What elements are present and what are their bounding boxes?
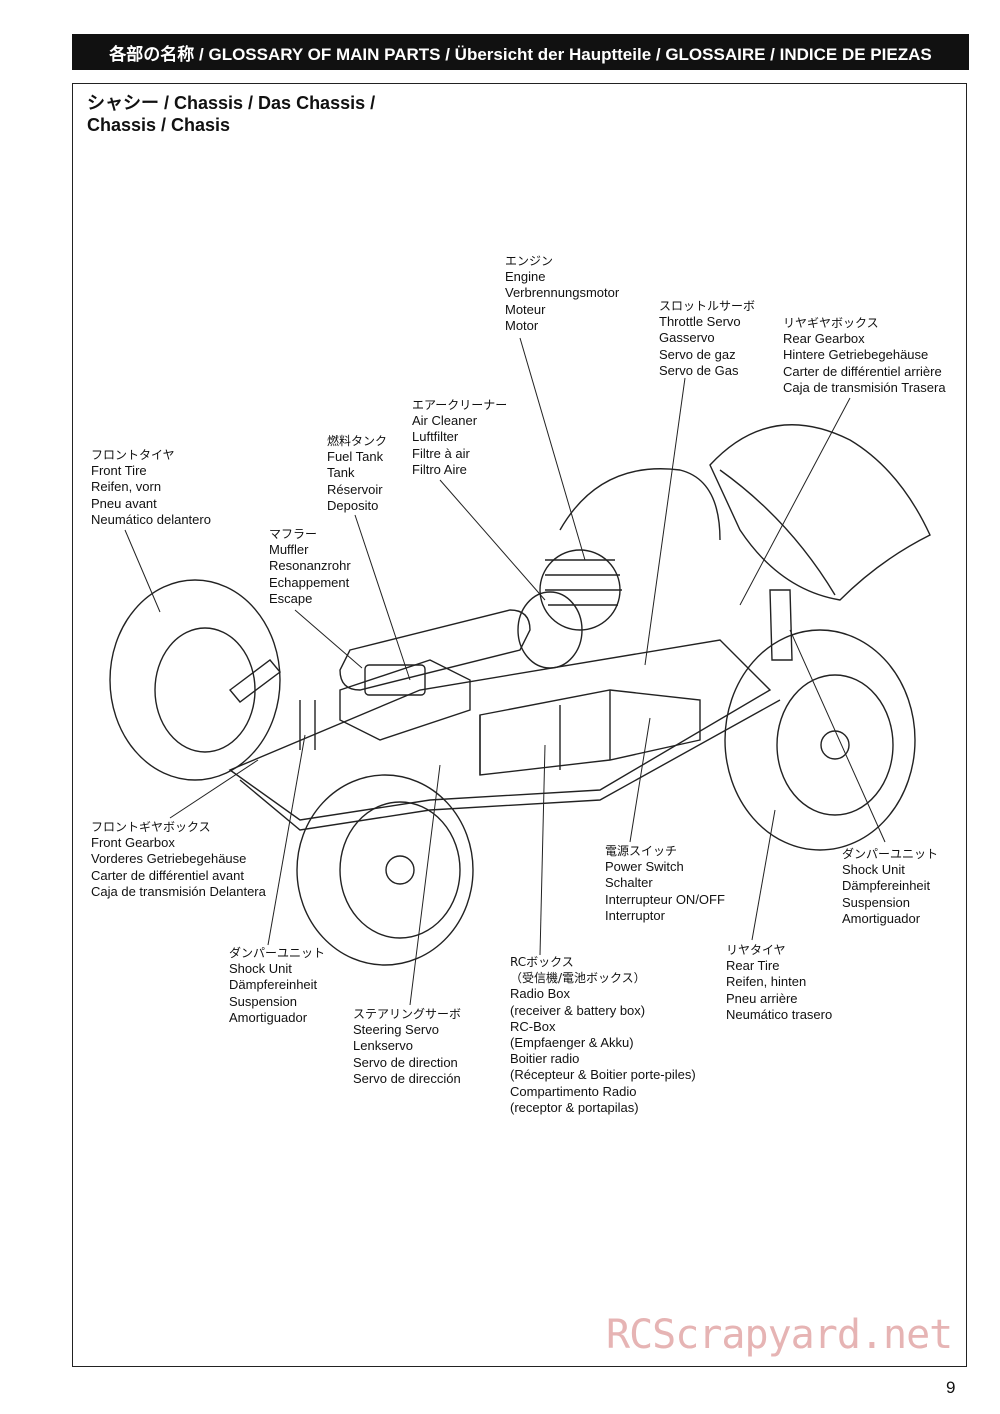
label-shock-unit-front: ダンパーユニット Shock Unit Dämpfereinheit Suspe… bbox=[229, 946, 326, 1025]
section-title-line2: Chassis / Chasis bbox=[87, 115, 231, 135]
label-steering-servo: ステアリングサーボ Steering Servo Lenkservo Servo… bbox=[353, 1007, 462, 1086]
label-power-switch: 電源スイッチ Power Switch Schalter Interrupteu… bbox=[605, 844, 725, 923]
leader-power-switch bbox=[629, 717, 651, 843]
leader-shock-rear bbox=[789, 629, 886, 843]
leader-rear-gearbox bbox=[739, 397, 851, 606]
section-title-line1: シャシー / Chassis / Das Chassis / bbox=[87, 93, 376, 113]
fuel-tank-outline bbox=[339, 659, 471, 741]
rear-shock-outline bbox=[769, 589, 793, 661]
leader-muffler bbox=[294, 609, 363, 669]
leader-engine bbox=[519, 337, 586, 561]
label-rc-box: RCボックス （受信機/電池ボックス） Radio Box (receiver … bbox=[510, 955, 696, 1115]
label-air-cleaner: エアークリーナー Air Cleaner Luftfilter Filtre à… bbox=[412, 398, 508, 477]
leader-front-gearbox bbox=[169, 759, 259, 819]
header-bar: 各部の名称 / GLOSSARY OF MAIN PARTS / Übersic… bbox=[72, 34, 969, 70]
leader-throttle-servo bbox=[644, 377, 686, 666]
leader-front-tire bbox=[124, 529, 161, 613]
label-throttle-servo: スロットルサーボ Throttle Servo Gasservo Servo d… bbox=[659, 299, 756, 378]
label-rear-gearbox: リヤギヤボックス Rear Gearbox Hintere Getriebege… bbox=[783, 316, 946, 395]
leader-rc-box bbox=[539, 744, 546, 956]
leader-air-cleaner bbox=[439, 479, 546, 601]
rear-tire-outline bbox=[724, 629, 916, 851]
front-tire-lower-outline bbox=[296, 774, 474, 966]
rear-tire-upper-outline bbox=[559, 468, 721, 541]
section-title: シャシー / Chassis / Das Chassis / Chassis /… bbox=[87, 92, 375, 136]
leader-rear-tire bbox=[751, 809, 776, 941]
front-tire-outline bbox=[109, 579, 281, 781]
label-engine: エンジン Engine Verbrennungsmotor Moteur Mot… bbox=[505, 254, 620, 333]
front-shock-outline bbox=[228, 659, 282, 703]
header-title: 各部の名称 / GLOSSARY OF MAIN PARTS / Übersic… bbox=[109, 44, 932, 64]
leader-fuel-tank bbox=[354, 514, 411, 681]
leader-steering-servo bbox=[409, 764, 441, 1006]
label-fuel-tank: 燃料タンク Fuel Tank Tank Réservoir Deposito bbox=[327, 434, 388, 513]
content-frame bbox=[72, 83, 967, 1367]
rear-wing-outline bbox=[709, 424, 931, 601]
air-cleaner-outline bbox=[517, 591, 583, 669]
page-number: 9 bbox=[946, 1378, 956, 1397]
leader-shock-front bbox=[267, 734, 306, 946]
label-shock-unit-rear: ダンパーユニット Shock Unit Dämpfereinheit Suspe… bbox=[842, 847, 939, 926]
label-rear-tire: リヤタイヤ Rear Tire Reifen, hinten Pneu arri… bbox=[726, 943, 833, 1022]
watermark: RCScrapyard.net bbox=[606, 1312, 953, 1358]
label-muffler: マフラー Muffler Resonanzrohr Echappement Es… bbox=[269, 527, 351, 606]
muffler-outline bbox=[339, 609, 531, 691]
label-front-tire: フロントタイヤ Front Tire Reifen, vorn Pneu ava… bbox=[91, 448, 211, 527]
chassis-plate-outline bbox=[228, 639, 772, 821]
label-front-gearbox: フロントギヤボックス Front Gearbox Vorderes Getrie… bbox=[91, 820, 266, 899]
